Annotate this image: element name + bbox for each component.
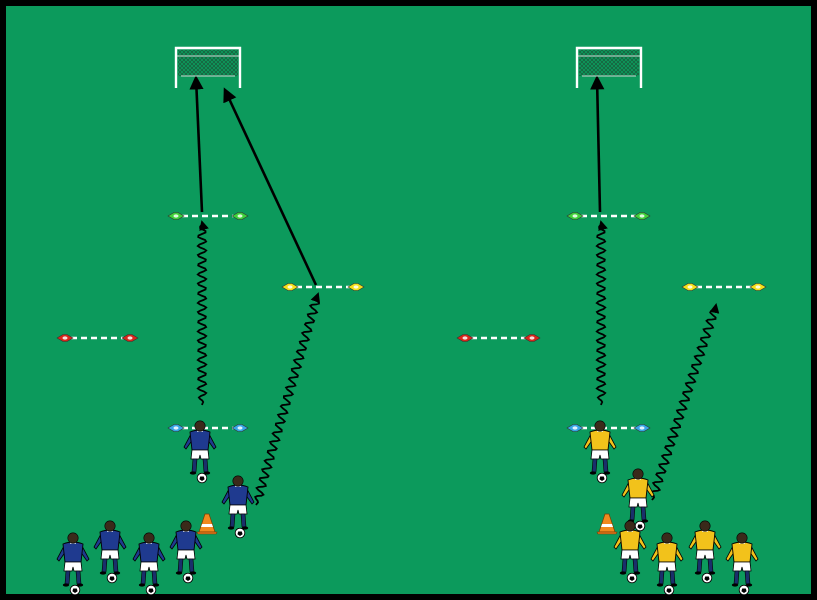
player-icon	[132, 532, 166, 596]
ball-icon	[234, 527, 246, 539]
flat-cone-icon	[681, 283, 699, 291]
ball-icon	[196, 472, 208, 484]
player-icon	[725, 532, 759, 596]
flat-cone-icon	[347, 283, 365, 291]
flat-cone-icon	[633, 212, 651, 220]
players-layer	[56, 420, 759, 596]
flat-cone-icon	[281, 283, 299, 291]
ball-icon	[626, 572, 638, 584]
ball-icon	[634, 520, 646, 532]
player-icon	[221, 475, 255, 539]
player-icon	[583, 420, 617, 484]
flat-cone-icon	[566, 424, 584, 432]
flat-cone-icon	[167, 212, 185, 220]
shot-arrow	[223, 87, 318, 286]
flat-cone-icon	[231, 212, 249, 220]
player-icon	[183, 420, 217, 484]
training-cone-icon	[596, 513, 618, 535]
goals-layer	[174, 46, 643, 88]
goal-icon	[174, 46, 242, 88]
paths-layer	[189, 75, 720, 506]
flat-cone-icon	[749, 283, 767, 291]
player-icon	[93, 520, 127, 584]
flat-cone-icon	[121, 334, 139, 342]
goal-icon	[575, 46, 643, 88]
flat-cone-icon	[56, 334, 74, 342]
shot-arrow	[590, 75, 605, 213]
ball-icon	[145, 584, 157, 596]
dribble-path	[254, 292, 321, 506]
dribble-path	[595, 220, 608, 406]
player-icon	[56, 532, 90, 596]
ball-icon	[701, 572, 713, 584]
ball-icon	[663, 584, 675, 596]
gates-layer	[56, 212, 767, 432]
ball-icon	[69, 584, 81, 596]
player-icon	[169, 520, 203, 584]
dribble-path	[650, 303, 720, 501]
player-icon	[621, 468, 655, 532]
ball-icon	[182, 572, 194, 584]
flat-cone-icon	[456, 334, 474, 342]
shot-arrow	[189, 75, 204, 213]
flat-cone-icon	[231, 424, 249, 432]
flat-cone-icon	[523, 334, 541, 342]
ball-icon	[596, 472, 608, 484]
flat-cone-icon	[633, 424, 651, 432]
player-icon	[613, 520, 647, 584]
player-icon	[688, 520, 722, 584]
player-icon	[650, 532, 684, 596]
flat-cone-icon	[566, 212, 584, 220]
ball-icon	[106, 572, 118, 584]
training-cone-icon	[196, 513, 218, 535]
ball-icon	[738, 584, 750, 596]
flat-cone-icon	[167, 424, 185, 432]
dribble-path	[196, 220, 209, 406]
